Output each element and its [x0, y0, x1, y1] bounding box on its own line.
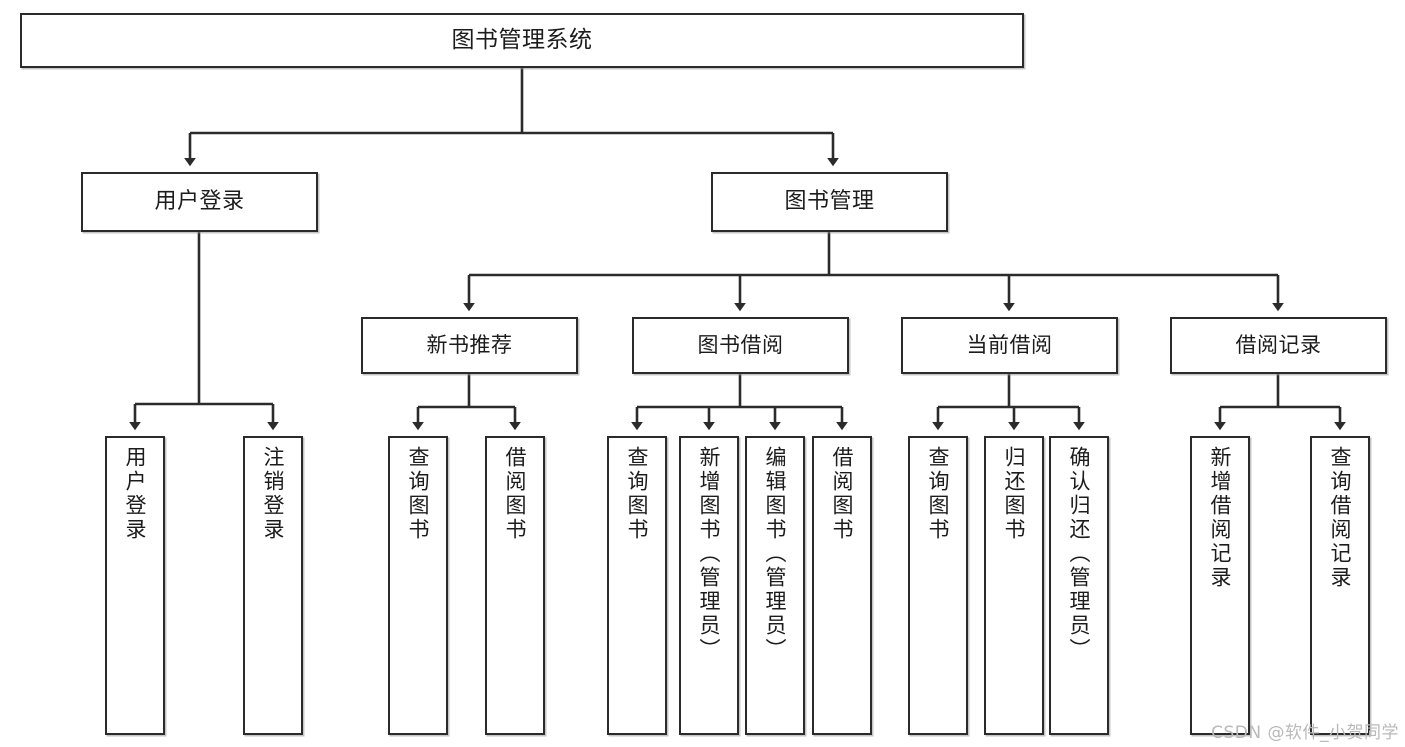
node-leaf-confirm-return[interactable]: 确认归还（管理员）: [1049, 436, 1109, 735]
node-book-borrow[interactable]: 图书借阅: [632, 317, 849, 374]
node-borrow-record[interactable]: 借阅记录: [1170, 317, 1387, 374]
node-label: 借阅图书: [830, 446, 855, 542]
node-label: 注销登录: [261, 446, 286, 542]
node-label: 图书借阅: [697, 333, 784, 358]
node-leaf-borrow-book-rec[interactable]: 借阅图书: [485, 436, 545, 735]
node-label: 新增借阅记录: [1208, 446, 1233, 590]
node-leaf-query-book[interactable]: 查询图书: [607, 436, 667, 735]
node-label: 新书推荐: [426, 333, 513, 358]
node-label: 图书管理系统: [451, 26, 593, 53]
node-label: 用户登录: [123, 446, 148, 542]
node-user-login[interactable]: 用户登录: [81, 172, 318, 232]
node-label: 借阅图书: [503, 446, 528, 542]
node-leaf-edit-book[interactable]: 编辑图书（管理员）: [745, 436, 805, 735]
node-label: 图书管理: [784, 189, 875, 215]
node-leaf-return-book[interactable]: 归还图书: [984, 436, 1044, 735]
csdn-watermark: CSDN @软件_小贺同学: [1211, 723, 1399, 743]
node-label: 查询借阅记录: [1328, 446, 1353, 590]
node-leaf-borrow-book[interactable]: 借阅图书: [812, 436, 872, 735]
node-leaf-add-borrow-record[interactable]: 新增借阅记录: [1190, 436, 1250, 735]
node-label: 编辑图书（管理员）: [763, 446, 788, 662]
node-leaf-query-book-cur[interactable]: 查询图书: [908, 436, 968, 735]
node-label: 归还图书: [1002, 446, 1027, 542]
node-leaf-logout[interactable]: 注销登录: [243, 436, 303, 735]
node-leaf-add-book[interactable]: 新增图书（管理员）: [679, 436, 739, 735]
node-current-borrow[interactable]: 当前借阅: [901, 317, 1118, 374]
node-book-manage[interactable]: 图书管理: [711, 172, 948, 232]
node-leaf-user-login[interactable]: 用户登录: [105, 436, 165, 735]
node-leaf-query-book-rec[interactable]: 查询图书: [388, 436, 448, 735]
node-label: 确认归还（管理员）: [1067, 446, 1092, 662]
node-label: 查询图书: [926, 446, 951, 542]
node-leaf-query-borrow-record[interactable]: 查询借阅记录: [1310, 436, 1370, 735]
node-label: 用户登录: [154, 189, 245, 215]
node-label: 查询图书: [406, 446, 431, 542]
node-new-book-rec[interactable]: 新书推荐: [361, 317, 578, 374]
node-label: 查询图书: [625, 446, 650, 542]
node-label: 借阅记录: [1235, 333, 1322, 358]
node-label: 新增图书（管理员）: [697, 446, 722, 662]
node-label: 当前借阅: [966, 333, 1053, 358]
node-root-book-management-system[interactable]: 图书管理系统: [20, 13, 1024, 68]
